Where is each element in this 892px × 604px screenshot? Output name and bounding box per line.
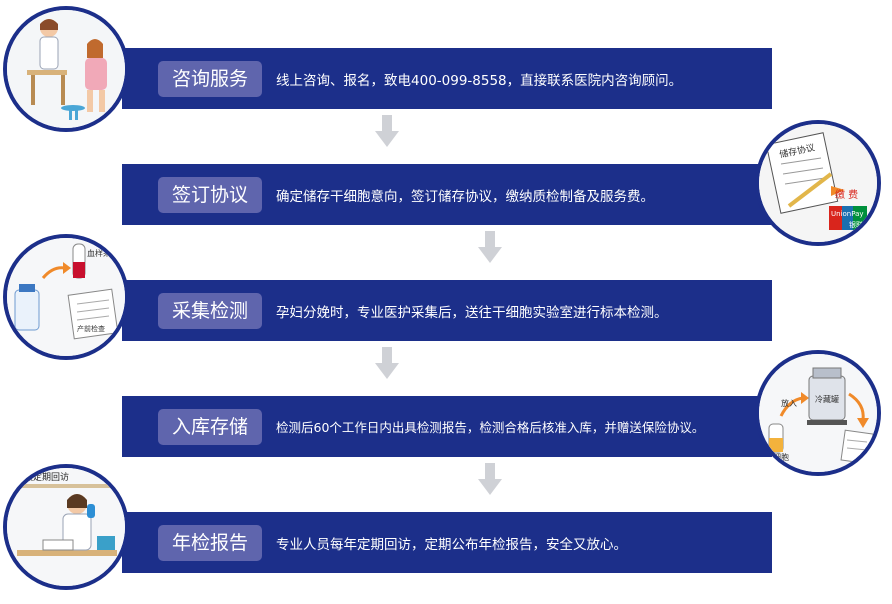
step-label-collect: 采集检测 (158, 292, 263, 329)
step-desc-collect: 孕妇分娩时，专业医护采集后，送往干细胞实验室进行标本检测。 (276, 304, 668, 321)
consultation-illustration (3, 6, 129, 132)
step-band-annual: 年检报告 专业人员每年定期回访，定期公布年检报告，安全又放心。 (122, 512, 772, 573)
storage-illustration: 放入 干细胞 冷藏罐 (755, 350, 881, 476)
tank-label: 冷藏罐 (815, 395, 839, 404)
exam-doc-label: 产前检查 (77, 325, 105, 333)
step-label-annual: 年检报告 (158, 524, 263, 561)
annual-visit-illustration: 客服定期回访 (3, 464, 129, 590)
down-arrow-icon (375, 347, 399, 379)
step-band-consult: 咨询服务 线上咨询、报名，致电400-099-8558，直接联系医院内咨询顾问。 (122, 48, 772, 109)
inlet-label: 放入 (781, 399, 797, 408)
step-band-agreement: 签订协议 确定储存干细胞意向，签订储存协议，缴纳质检制备及服务费。 (122, 164, 772, 225)
down-arrow-icon (478, 463, 502, 495)
unionpay-logo-sub: 银联 (849, 221, 863, 229)
down-arrow-icon (375, 115, 399, 147)
stem-cell-label: 干细胞 (765, 453, 789, 462)
pay-label: 缴 费 (835, 190, 859, 201)
unionpay-logo: UnionPay (831, 210, 864, 218)
step-band-collect: 采集检测 孕妇分娩时，专业医护采集后，送往干细胞实验室进行标本检测。 (122, 280, 772, 341)
blood-sample-label: 血样采集 (87, 249, 119, 258)
step-desc-storage: 检测后60个工作日内出具检测报告，检测合格后核准入库，并赠送保险协议。 (276, 420, 705, 435)
step-desc-agreement: 确定储存干细胞意向，签订储存协议，缴纳质检制备及服务费。 (276, 188, 655, 205)
step-label-agreement: 签订协议 (158, 176, 263, 213)
annual-caption: 客服定期回访 (15, 473, 70, 483)
step-desc-annual: 专业人员每年定期回访，定期公布年检报告，安全又放心。 (276, 536, 628, 553)
step-label-storage: 入库存储 (158, 408, 263, 445)
step-band-storage: 入库存储 检测后60个工作日内出具检测报告，检测合格后核准入库，并赠送保险协议。 (122, 396, 772, 457)
down-arrow-icon (478, 231, 502, 263)
agreement-illustration: 储存协议 缴 费 UnionPay 银联 (755, 120, 881, 246)
step-desc-consult: 线上咨询、报名，致电400-099-8558，直接联系医院内咨询顾问。 (276, 72, 683, 89)
collection-illustration: 血样采集 产前检查 (3, 234, 129, 360)
step-label-consult: 咨询服务 (158, 60, 263, 97)
